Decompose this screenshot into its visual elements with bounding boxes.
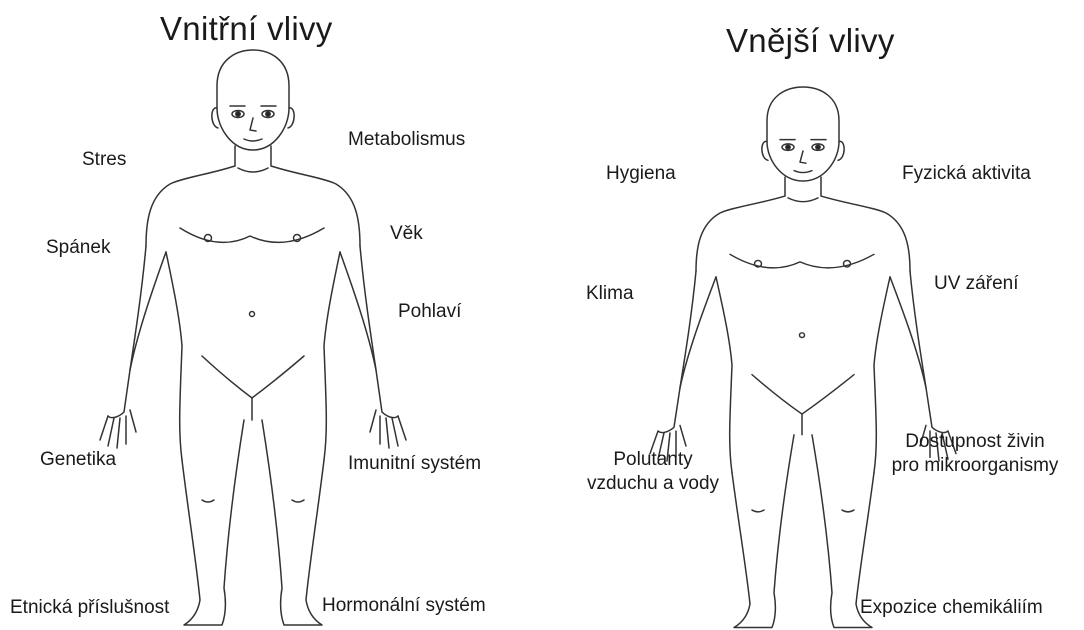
label-expozice: Expozice chemikáliím bbox=[860, 596, 1043, 620]
label-klima: Klima bbox=[586, 282, 634, 306]
label-polutanty-line1: Polutanty bbox=[578, 448, 728, 472]
label-dostupnost-line2: pro mikroorganismy bbox=[870, 454, 1080, 478]
title-external: Vnější vlivy bbox=[726, 22, 895, 60]
label-spanek: Spánek bbox=[46, 236, 110, 260]
panel-external-influences: Vnější vlivy Hygiena Klima Polutanty vzd… bbox=[542, 0, 1084, 630]
label-imunitni: Imunitní systém bbox=[348, 452, 481, 476]
label-polutanty: Polutanty vzduchu a vody bbox=[578, 448, 728, 496]
label-dostupnost: Dostupnost živin pro mikroorganismy bbox=[870, 430, 1080, 478]
human-body-outline-icon bbox=[542, 0, 1084, 630]
label-uv: UV záření bbox=[934, 272, 1018, 296]
label-hormonalni: Hormonální systém bbox=[322, 594, 486, 618]
title-internal: Vnitřní vlivy bbox=[160, 10, 333, 48]
label-etnicka: Etnická příslušnost bbox=[10, 596, 169, 620]
panel-internal-influences: Vnitřní vlivy Stres Spánek Genetika Etni… bbox=[0, 0, 542, 630]
label-hygiena: Hygiena bbox=[606, 162, 676, 186]
label-fyzicka: Fyzická aktivita bbox=[902, 162, 1031, 186]
label-pohlavi: Pohlaví bbox=[398, 300, 461, 324]
label-polutanty-line2: vzduchu a vody bbox=[578, 472, 728, 496]
label-genetika: Genetika bbox=[40, 448, 116, 472]
label-dostupnost-line1: Dostupnost živin bbox=[870, 430, 1080, 454]
label-vek: Věk bbox=[390, 222, 423, 246]
label-metabolismus: Metabolismus bbox=[348, 128, 465, 152]
label-stres: Stres bbox=[82, 148, 126, 172]
